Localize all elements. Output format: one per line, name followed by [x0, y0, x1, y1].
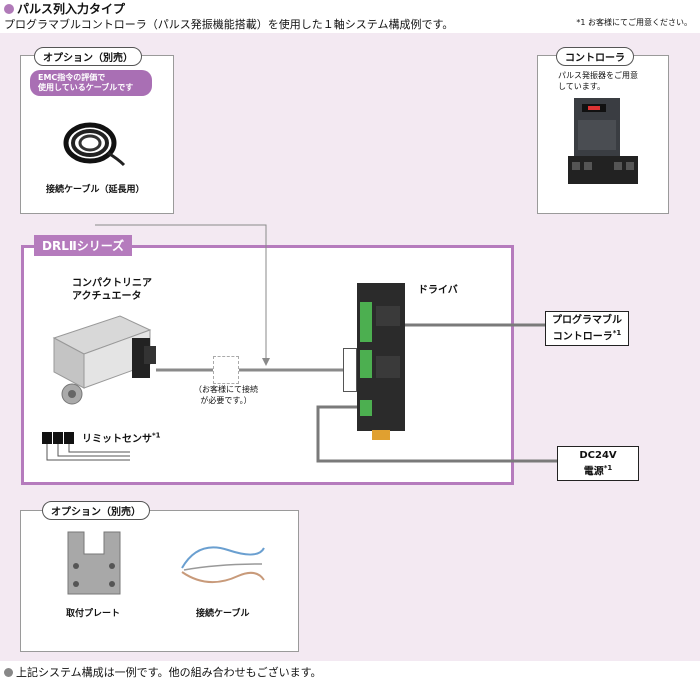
controller-description: パルス発振器をご用意 しています。 [558, 70, 638, 92]
bullet-icon [4, 3, 14, 14]
plc-label-box: プログラマブル コントローラ*1 [545, 311, 629, 346]
customer-supply-note: *1 お客様にてご用意ください。 [576, 18, 692, 27]
extension-cable-caption: 接続ケーブル（延長用） [46, 185, 145, 195]
section-title: パルス列入力タイプ [4, 0, 125, 17]
limit-sensor-icon [53, 432, 63, 444]
connection-note: （お客様にて接続 が必要です。） [194, 384, 258, 406]
option-bottom-box [20, 510, 299, 652]
option-bottom-tab: オプション（別売） [42, 501, 150, 520]
subtitle: プログラマブルコントローラ（パルス発振機能搭載）を使用した１軸システム構成例です… [4, 18, 454, 31]
power-label-box: DC24V 電源*1 [557, 446, 639, 481]
limit-sensor-note: *1 [152, 431, 161, 440]
extension-cable-line [95, 224, 267, 360]
section-title-text: パルス列入力タイプ [17, 2, 126, 16]
actuator-label: コンパクトリニア アクチュエータ [72, 277, 152, 303]
limit-sensor-label: リミットセンサ*1 [82, 430, 161, 445]
connection-note-line2: が必要です。） [200, 396, 252, 405]
driver-image [357, 283, 405, 440]
actuator-label-line1: コンパクトリニア [72, 278, 152, 289]
drl-series-tab: DRLⅡシリーズ [34, 235, 133, 256]
footer-bullet-icon [4, 667, 13, 677]
power-label-line1: DC24V [579, 450, 617, 461]
plc-label-line2: コントローラ*1 [552, 329, 622, 343]
arrow-head-icon [262, 358, 270, 366]
limit-sensor-text: リミットセンサ [82, 434, 152, 445]
power-label-line2: 電源*1 [583, 464, 613, 478]
emc-line1: EMC指令の評価で [38, 73, 106, 82]
emc-badge: EMC指令の評価で 使用しているケーブルです [30, 70, 152, 96]
plc-label-note: *1 [612, 329, 622, 337]
limit-sensor-wire-3 [68, 444, 130, 453]
limit-sensor-icon [64, 432, 74, 444]
connection-cable-caption: 接続ケーブル [196, 609, 250, 619]
linear-actuator-image [52, 315, 156, 405]
power-cable [316, 405, 557, 463]
driver-connector [343, 348, 357, 392]
relay-connector [213, 356, 239, 384]
limit-sensor-icon [42, 432, 52, 444]
pulse-controller-image [568, 98, 638, 184]
connection-cable-image [181, 546, 265, 583]
limit-sensor-wire-2 [57, 444, 130, 457]
mounting-plate-caption: 取付プレート [66, 609, 121, 619]
emc-line2: 使用しているケーブルです [38, 83, 134, 92]
controller-desc-line1: パルス発振器をご用意 [558, 71, 638, 80]
plc-label-line1: プログラマブル [552, 315, 622, 326]
power-label-note: *1 [603, 464, 613, 472]
footer-text: 上記システム構成は一例です。他の組み合わせもございます。 [16, 666, 322, 679]
limit-sensor-wire-1 [46, 444, 130, 461]
mounting-plate-image [67, 531, 121, 595]
connection-note-line1: （お客様にて接続 [194, 385, 258, 394]
driver-label: ドライバ [418, 285, 458, 296]
footer: 上記システム構成は一例です。他の組み合わせもございます。 [4, 664, 321, 680]
controller-desc-line2: しています。 [558, 82, 605, 91]
controller-tab: コントローラ [556, 47, 634, 66]
actuator-label-line2: アクチュエータ [72, 291, 142, 302]
option-top-tab: オプション（別売） [34, 47, 142, 66]
extension-cable-image [63, 122, 126, 167]
